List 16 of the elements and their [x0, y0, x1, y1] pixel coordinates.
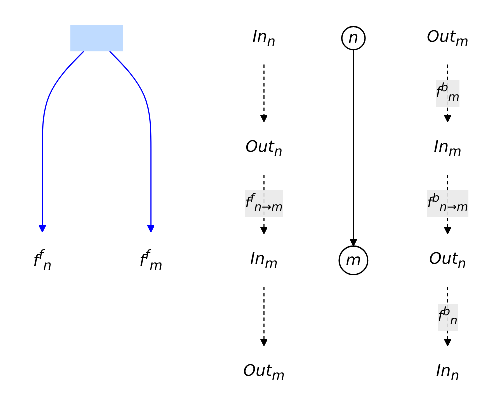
node-text: Out$_{n}$ [246, 138, 283, 160]
node-text: Out$_{n}$ [429, 250, 466, 272]
node-text: Out$_{m}$ [243, 362, 285, 384]
node-text: Out$_{m}$ [427, 28, 469, 50]
node-circle: m [338, 246, 369, 276]
node-text: In$_{n}$ [252, 28, 276, 50]
node-bar [70, 25, 124, 52]
arrow [109, 51, 156, 233]
arrow [350, 50, 358, 247]
node-text: In$_{m}$ [250, 250, 278, 272]
arrow [260, 64, 268, 123]
arrow [260, 286, 268, 347]
node-text: In$_{n}$ [436, 362, 460, 384]
node-circle: n [341, 26, 366, 51]
arrow [38, 51, 84, 233]
node-text: In$_{m}$ [434, 138, 462, 160]
